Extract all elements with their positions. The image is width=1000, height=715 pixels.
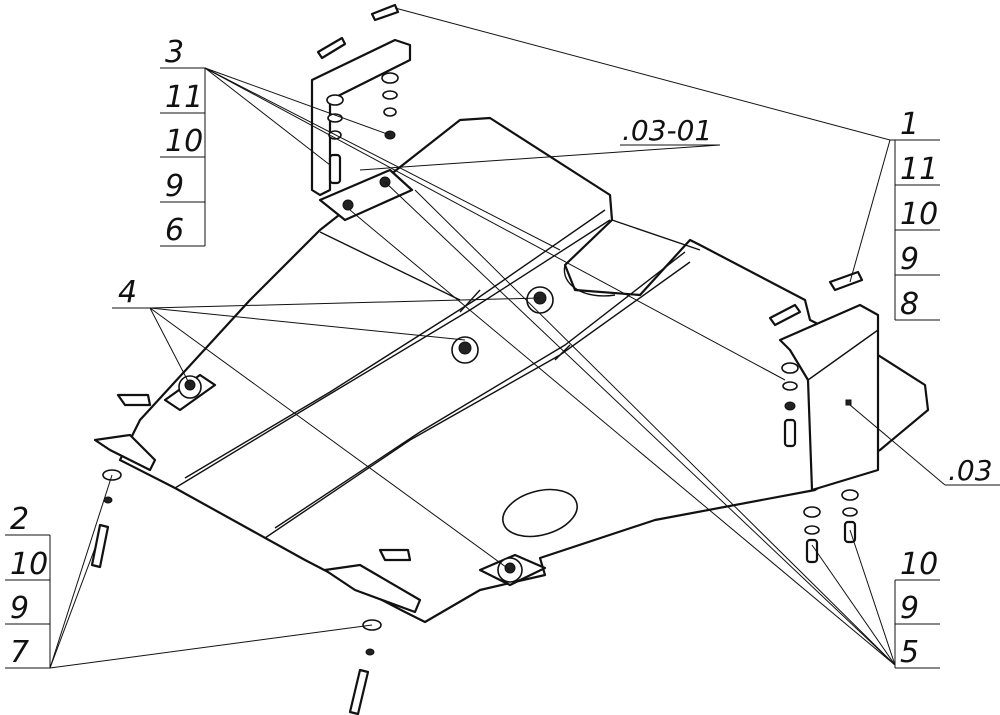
mount-nut-center (451, 336, 479, 364)
callout-label: 6 (165, 213, 184, 248)
fasteners-left-bracket (326, 72, 399, 185)
leader-lines (49, 7, 1000, 669)
callout-label: 10 (165, 124, 203, 159)
callout-label: 3 (165, 35, 184, 70)
callout-label: 9 (165, 169, 184, 204)
callout-label: 7 (10, 635, 29, 670)
skid-plate (118, 116, 930, 624)
mount-nut-center-top (526, 286, 554, 314)
callout-label: 10 (900, 197, 938, 232)
fasteners-right-bracket (781, 362, 799, 448)
callout-label: 9 (900, 591, 919, 626)
fasteners-bottom-left (90, 469, 382, 715)
callout-center: .03-01 (620, 114, 720, 147)
callout-label: 10 (900, 547, 938, 582)
inspection-hole (502, 488, 578, 538)
callout-stack-bottom-right: 10 9 5 (894, 547, 940, 670)
right-bracket (768, 270, 880, 492)
callout-stack-bottom-left: 2 10 9 7 (5, 502, 51, 670)
callout-label: .03-01 (622, 114, 712, 147)
callout-label: 5 (900, 635, 919, 670)
callout-label: 4 (118, 275, 137, 310)
callout-label: 10 (10, 547, 48, 582)
mount-nuts (163, 286, 554, 587)
callout-middle-left: 4 (112, 275, 150, 310)
callout-label: .03 (948, 454, 993, 487)
callout-label: 9 (10, 591, 29, 626)
callout-stack-top-right: 1 11 10 9 8 (890, 107, 940, 322)
callout-label: 9 (900, 242, 919, 277)
fasteners-bottom-right (803, 489, 859, 564)
callout-label: 8 (900, 287, 919, 322)
side-tabs (93, 393, 422, 614)
mount-nut-left (163, 373, 217, 412)
callout-stack-top-left: 3 11 10 9 6 (160, 35, 206, 248)
callout-label: 2 (10, 502, 29, 537)
callout-label: 11 (165, 80, 203, 115)
callout-right: .03 (948, 454, 993, 487)
callout-label: 11 (900, 152, 938, 187)
callout-label: 1 (900, 107, 919, 142)
